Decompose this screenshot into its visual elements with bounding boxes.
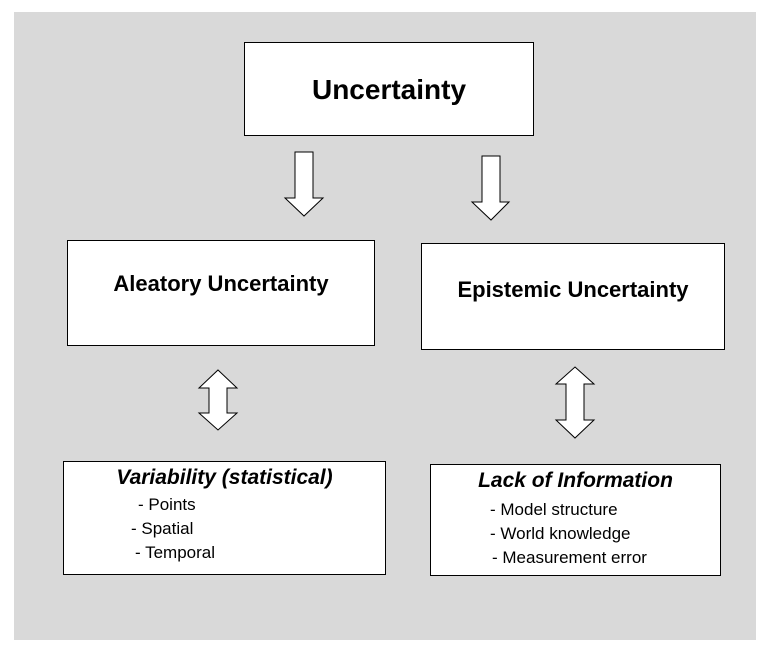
node-lack-of-information-heading: Lack of Information bbox=[478, 469, 673, 492]
variability-item-temporal: - Temporal bbox=[135, 543, 215, 562]
arrow-epistemic-lack-of-information bbox=[554, 366, 596, 439]
node-epistemic-uncertainty: Epistemic Uncertainty bbox=[421, 243, 725, 350]
node-lack-of-information: Lack of Information - Model structure - … bbox=[430, 464, 721, 576]
arrow-root-to-aleatory bbox=[283, 151, 325, 217]
node-variability: Variability (statistical) - Points - Spa… bbox=[63, 461, 386, 575]
node-aleatory-uncertainty-label: Aleatory Uncertainty bbox=[113, 271, 329, 296]
node-variability-heading: Variability (statistical) bbox=[116, 466, 333, 489]
arrow-root-to-epistemic bbox=[470, 155, 511, 221]
lack-item-world-knowledge: - World knowledge bbox=[490, 524, 631, 543]
node-uncertainty-label: Uncertainty bbox=[311, 74, 467, 105]
node-epistemic-uncertainty-label: Epistemic Uncertainty bbox=[457, 277, 689, 302]
arrow-aleatory-variability bbox=[197, 369, 239, 431]
lack-item-measurement-error: - Measurement error bbox=[492, 548, 647, 567]
node-uncertainty: Uncertainty bbox=[244, 42, 534, 136]
variability-item-points: - Points bbox=[138, 495, 196, 514]
variability-item-spatial: - Spatial bbox=[131, 519, 194, 538]
lack-item-model-structure: - Model structure bbox=[490, 500, 618, 519]
node-aleatory-uncertainty: Aleatory Uncertainty bbox=[67, 240, 375, 346]
